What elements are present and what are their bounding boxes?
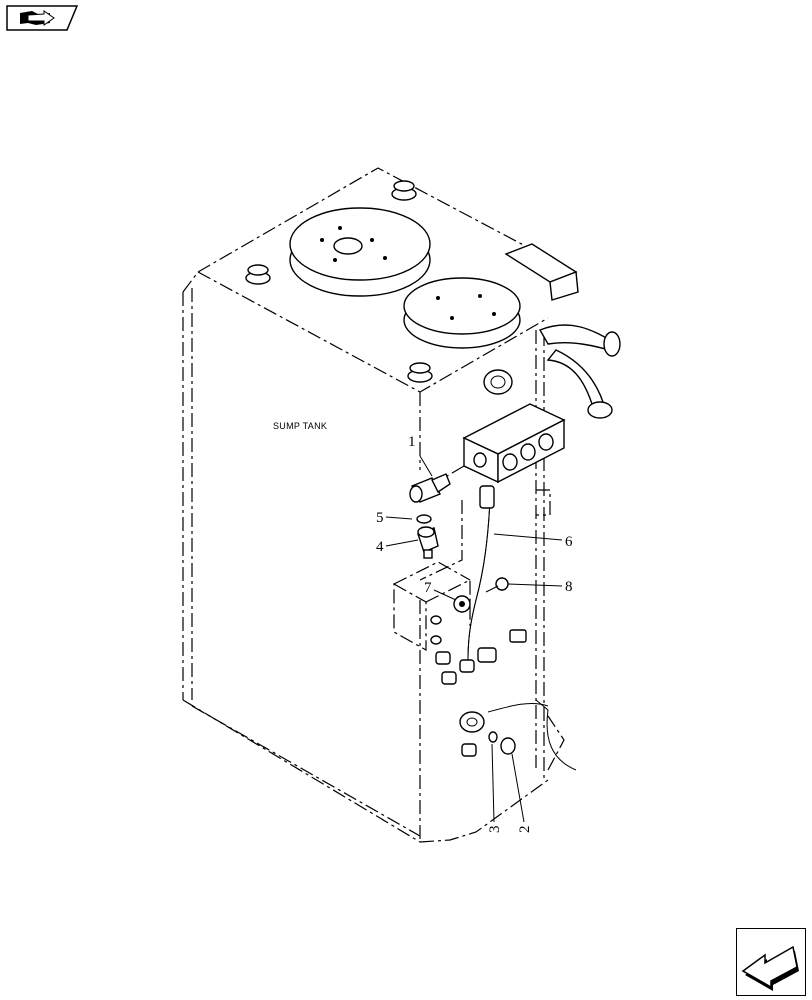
callout-5: 5 [376,510,384,526]
callout-4: 4 [376,539,384,555]
book-arrow-icon [6,5,79,31]
part-5-o-ring [416,514,432,524]
tank-outline [182,167,565,843]
callout-1: 1 [408,434,416,450]
tank-top-fittings [245,180,521,395]
part-7-clip [453,595,471,613]
part-8-bolt [485,577,509,593]
drain-fittings [459,699,577,771]
callout-2: 2 [517,826,533,834]
previous-page-arrow-icon [741,945,799,991]
book-nav-button[interactable] [6,5,79,31]
previous-page-button[interactable] [736,928,806,996]
part-6-harness [467,485,527,663]
part-4-sender [417,526,439,559]
callout-leaders [385,455,563,823]
callout-3: 3 [487,826,503,834]
callout-6: 6 [565,534,573,550]
tank-label: SUMP TANK [273,421,327,431]
manifold-block [419,403,566,581]
callout-8: 8 [565,579,573,595]
part-1-switch [409,473,451,503]
lower-valve-block [393,561,475,685]
part-2-plug [500,737,516,755]
hose-bracket [504,243,621,419]
callout-7: 7 [424,580,432,596]
part-3-o-ring [488,731,498,743]
